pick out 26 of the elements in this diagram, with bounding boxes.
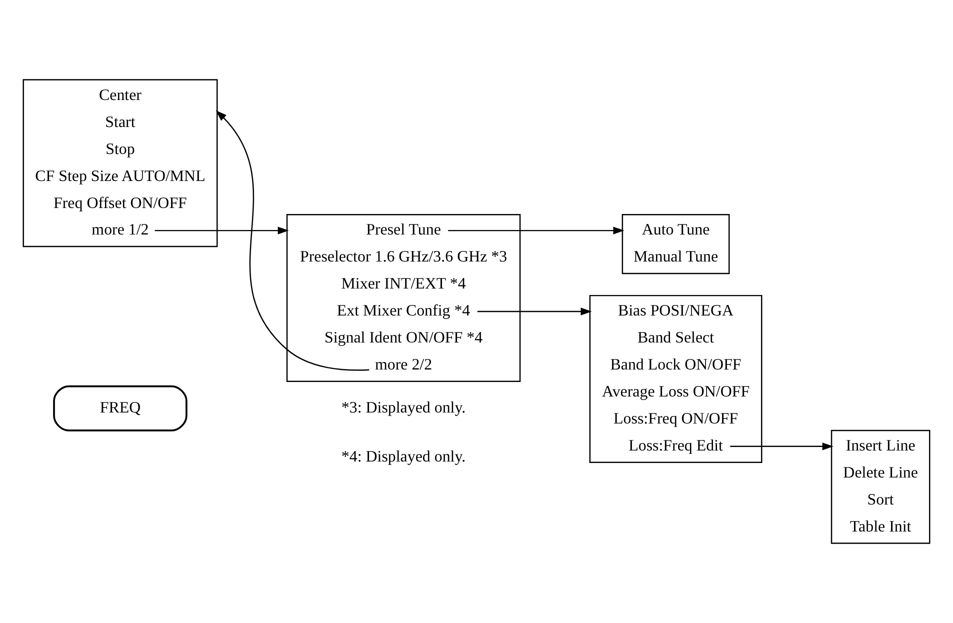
node-text: CF Step Size AUTO/MNL <box>35 168 206 185</box>
node-text: Start <box>105 114 136 131</box>
node-text: Sort <box>867 492 894 509</box>
node-text: Manual Tune <box>633 248 718 266</box>
node-text: more 1/2 <box>92 222 149 239</box>
node-text: Presel Tune <box>366 222 441 239</box>
node-text: Auto Tune <box>642 222 710 239</box>
node-text: Band Lock ON/OFF <box>610 356 742 374</box>
label: *3: Displayed only. <box>341 400 466 417</box>
node-text: more 2/2 <box>374 356 432 374</box>
node-text: Delete Line <box>843 464 918 482</box>
node-text: Loss:Freq ON/OFF <box>614 410 738 428</box>
node-text: Table Init <box>850 518 912 536</box>
node-text: Stop <box>106 140 135 158</box>
node-text: Band Select <box>637 330 714 347</box>
node-text: Freq Offset ON/OFF <box>54 194 187 212</box>
node-text: Signal Ident ON/OFF *4 <box>324 330 483 347</box>
node-text: Average Loss ON/OFF <box>602 384 750 401</box>
node-text: Loss:Freq Edit <box>628 438 723 455</box>
label: *4: Displayed only. <box>341 448 466 466</box>
node-text: Center <box>99 86 142 104</box>
node-text: Preselector 1.6 GHz/3.6 GHz *3 <box>300 248 508 266</box>
node-text: Bias POSI/NEGA <box>618 302 734 320</box>
node-text: Ext Mixer Config *4 <box>336 302 470 320</box>
node-text: Mixer INT/EXT *4 <box>341 276 466 293</box>
node-text: Insert Line <box>846 438 916 455</box>
